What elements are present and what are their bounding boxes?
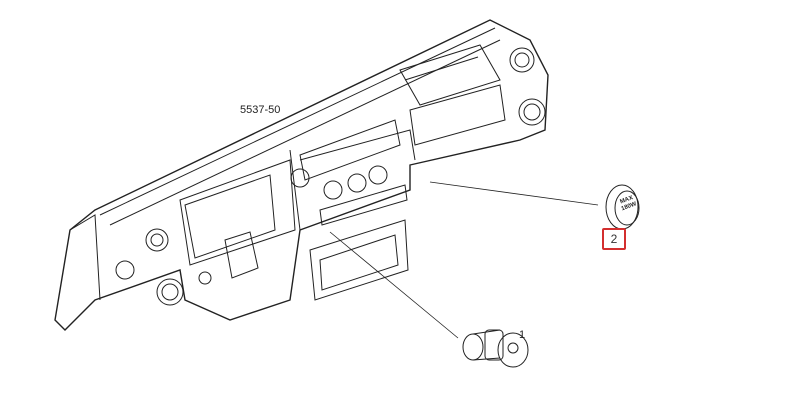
- callout-2-highlighted-label[interactable]: 2: [602, 228, 626, 250]
- part-1-lighter-drawing: [462, 329, 529, 368]
- dashboard-vents: [115, 47, 546, 306]
- callout-1-label[interactable]: 1: [519, 329, 526, 341]
- dashboard-outline: [54, 19, 549, 331]
- leader-lines: [329, 181, 599, 339]
- assembly-number-label: 5537-50: [240, 104, 281, 116]
